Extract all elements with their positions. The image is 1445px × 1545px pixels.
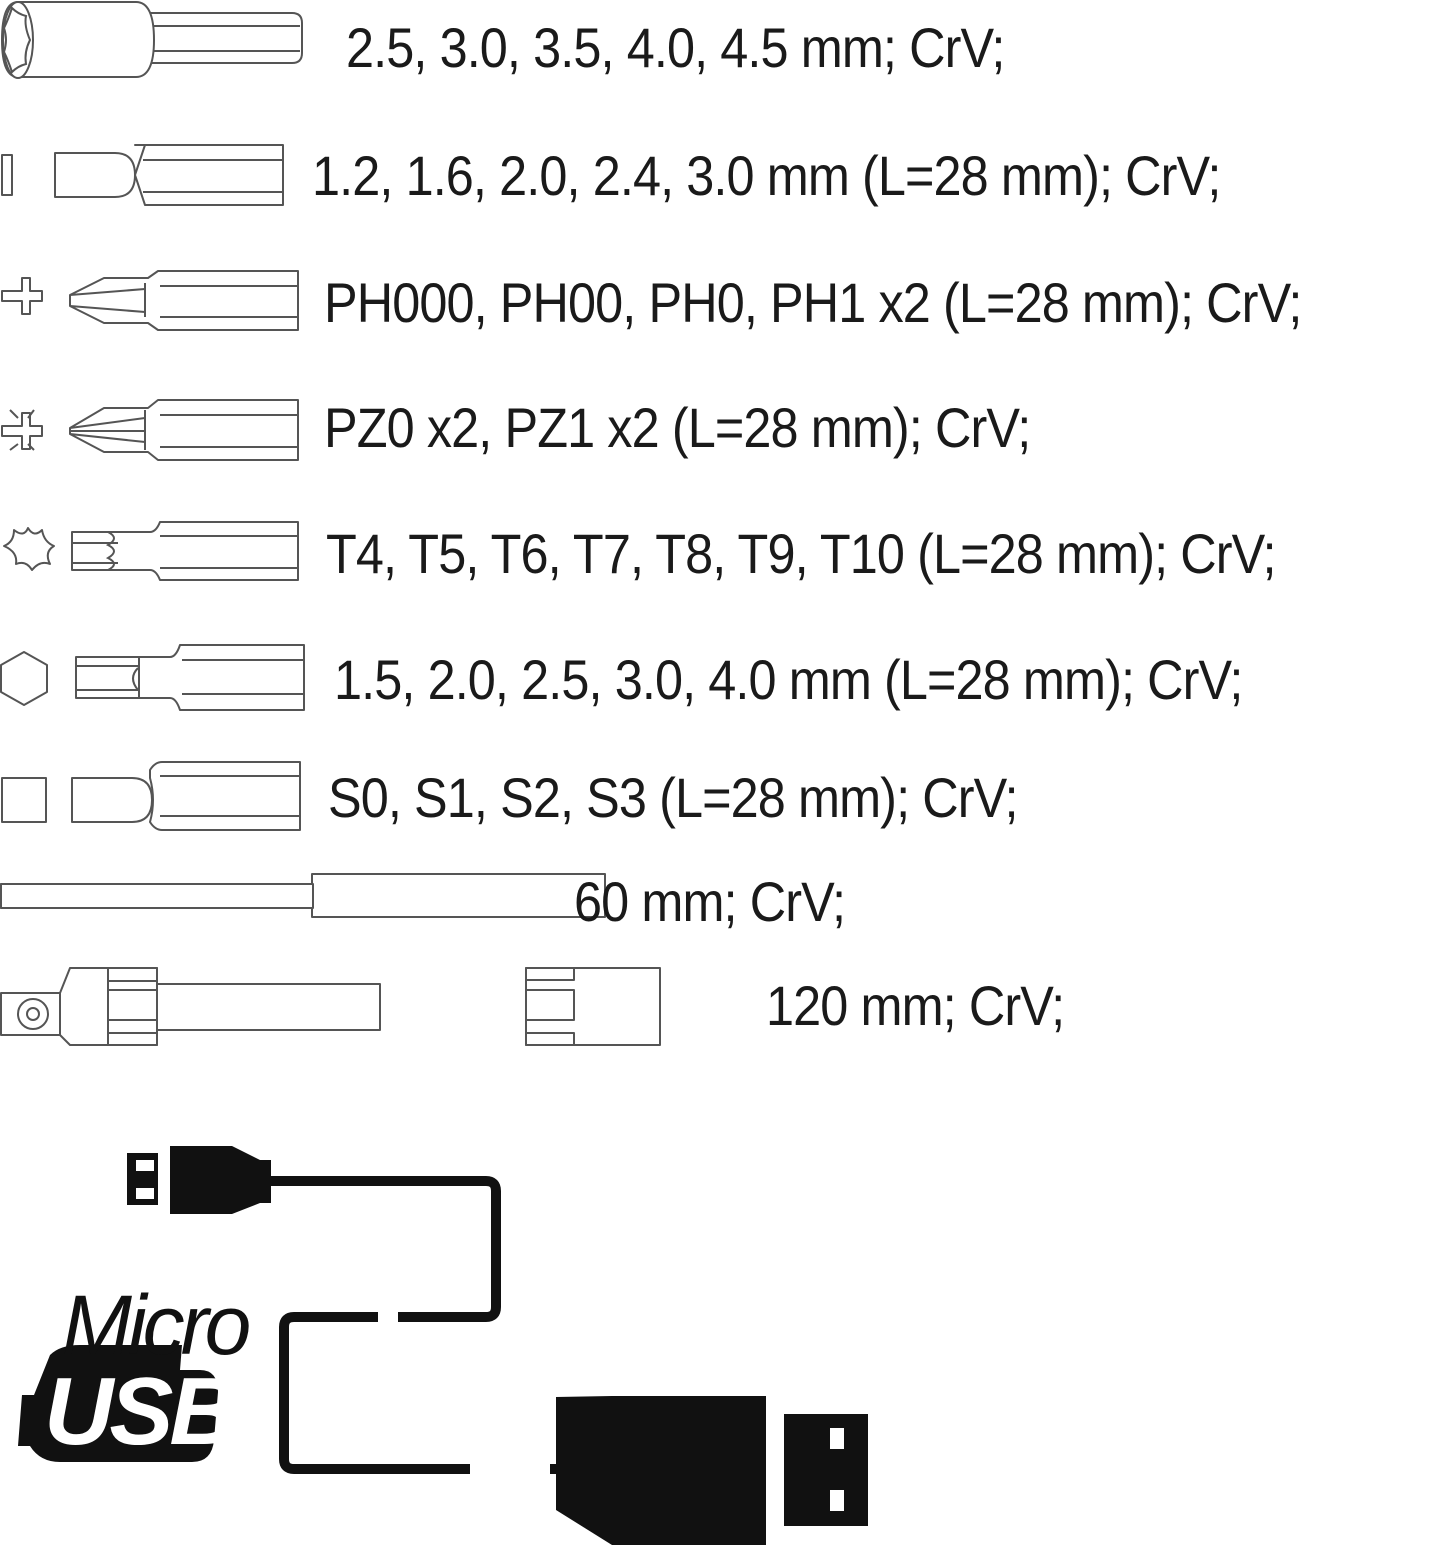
hex-bit-icon [0,644,305,711]
item-label: T4, T5, T6, T7, T8, T9, T10 (L=28 mm); C… [326,522,1277,585]
item-label: 60 mm; CrV; [574,870,846,933]
cable-icon [271,1176,501,1474]
usb-logo-text: USB [44,1358,239,1465]
usb-logo-badge-icon [18,1345,218,1462]
extension-bar-icon [0,873,606,918]
item-label: 1.2, 1.6, 2.0, 2.4, 3.0 mm (L=28 mm); Cr… [312,144,1221,207]
micro-usb-plug-icon [170,1146,271,1214]
item-label: PH000, PH00, PH0, PH1 x2 (L=28 mm); CrV; [324,271,1302,334]
socket-icon [1,1,303,79]
item-label: 120 mm; CrV; [766,974,1065,1037]
pozidriv-bit-icon [1,399,299,461]
item-label: 2.5, 3.0, 3.5, 4.0, 4.5 mm; CrV; [346,16,1005,79]
micro-logo-text: Micro [62,1278,251,1372]
item-label: PZ0 x2, PZ1 x2 (L=28 mm); CrV; [324,396,1031,459]
flexible-extension-icon [0,967,661,1046]
usb-a-plug-icon [556,1396,766,1545]
item-label: S0, S1, S2, S3 (L=28 mm); CrV; [328,766,1019,829]
item-label: 1.5, 2.0, 2.5, 3.0, 4.0 mm (L=28 mm); Cr… [334,648,1243,711]
square-bit-icon [1,761,301,831]
slotted-bit-icon [1,144,284,206]
phillips-bit-icon [1,270,299,331]
usb-a-tip-icon [784,1414,868,1526]
usb-cable-illustration [127,1146,868,1545]
torx-bit-icon [3,521,299,581]
